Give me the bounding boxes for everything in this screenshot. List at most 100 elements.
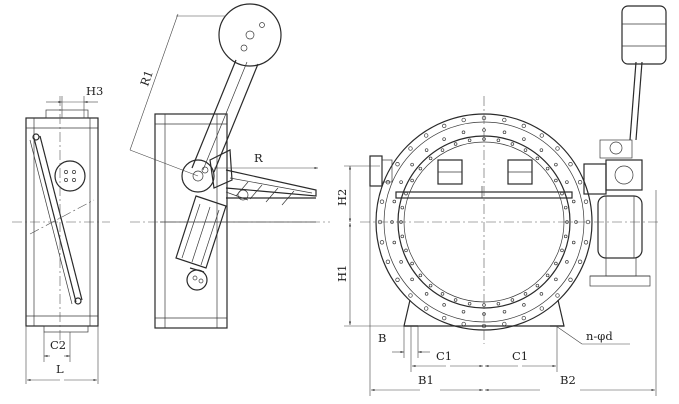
bolt-hole — [554, 277, 558, 282]
bolt-hole — [424, 306, 429, 311]
counterweight-disc — [218, 3, 282, 67]
bolt-hole — [410, 178, 414, 183]
lever-view-body — [154, 113, 228, 329]
bolt-hole — [577, 259, 583, 264]
bolt-hole — [408, 293, 413, 298]
c1-left-label: C1 — [436, 349, 452, 363]
bolt-hole — [442, 303, 446, 307]
bolt-hole — [583, 240, 589, 245]
b-dimension: B — [378, 326, 430, 358]
l-label: L — [56, 362, 64, 376]
bolt-hole — [545, 273, 550, 278]
counterweight-front — [621, 5, 667, 65]
bolt-hole — [571, 199, 576, 204]
b2-label: B2 — [560, 373, 576, 387]
bolt-hole — [496, 301, 501, 306]
bolt-hole — [583, 199, 589, 204]
bolt-hole — [442, 315, 447, 321]
bolt-hole — [392, 199, 397, 204]
bolt-hole — [453, 298, 458, 302]
bolt-hole — [535, 283, 540, 288]
bolt-hole — [555, 146, 560, 151]
bolt-hole — [400, 205, 405, 210]
r1-dimension: R1 — [129, 13, 226, 177]
bolt-hole — [400, 234, 405, 239]
bolt-hole — [461, 309, 466, 314]
bolt-hole — [502, 309, 507, 314]
bolt-hole — [482, 303, 486, 307]
bolt-hole — [482, 128, 486, 132]
bolt-hole — [392, 240, 397, 245]
bolt-hole — [418, 273, 423, 278]
bolt-hole — [521, 123, 526, 129]
bolt-hole — [539, 148, 544, 152]
bolt-hole — [545, 166, 550, 171]
h1-label: H1 — [335, 265, 349, 282]
bolt-hole — [408, 146, 413, 151]
h3-dimension: H3 — [46, 84, 103, 118]
front-view — [360, 5, 667, 344]
bolt-hole — [395, 277, 400, 282]
bolt-hole — [461, 130, 466, 135]
bolt-hole — [467, 138, 472, 143]
bolt-hole — [410, 261, 414, 266]
bolt-hole — [390, 220, 394, 224]
bolt-hole — [554, 261, 558, 266]
bolt-hole — [554, 162, 558, 167]
h2-label: H2 — [335, 189, 349, 206]
bolt-hole — [571, 240, 576, 245]
bolt-hole — [424, 133, 429, 138]
bolt-hole — [399, 180, 403, 184]
bolt-hole — [555, 293, 560, 298]
bolt-hole — [467, 301, 472, 306]
bolt-hole — [502, 321, 507, 327]
bolt-hole — [428, 156, 433, 161]
c2-dimension: C2 — [43, 332, 71, 362]
bolt-hole — [424, 148, 429, 152]
bolt-hole — [410, 162, 414, 167]
r-dimension: R — [214, 151, 318, 170]
bolt-hole — [563, 205, 568, 210]
bolt-hole — [440, 292, 445, 296]
bolt-hole — [379, 240, 385, 245]
c1-right-label: C1 — [512, 349, 528, 363]
bolt-hole — [560, 248, 564, 253]
bolt-hole — [418, 166, 423, 171]
bolt-hole — [539, 306, 544, 311]
n-phi-d-label: n-φd — [586, 329, 613, 343]
bolt-hole — [565, 180, 569, 184]
bolt-hole — [502, 117, 507, 123]
bolt-hole — [523, 148, 528, 152]
bolt-holes — [377, 115, 591, 329]
bolt-hole — [496, 138, 501, 143]
c2-label: C2 — [50, 338, 66, 352]
c1-dimensions: C1 C1 — [410, 326, 558, 372]
bolt-hole — [440, 148, 445, 152]
bolt-hole — [461, 321, 466, 327]
bolt-hole — [560, 191, 564, 196]
bolt-hole — [379, 199, 385, 204]
r-label: R — [254, 151, 263, 165]
bolt-hole — [453, 142, 458, 146]
bolt-hole — [502, 130, 507, 135]
bolt-hole — [428, 283, 433, 288]
bolt-hole — [404, 191, 408, 196]
bolt-hole — [521, 315, 526, 321]
bolt-hole — [510, 298, 515, 302]
bolt-hole — [399, 260, 403, 264]
b1-b2-dimensions: B1 B2 — [369, 186, 657, 396]
b-label: B — [378, 331, 386, 345]
h1-dimension: H1 — [335, 223, 404, 327]
h2-dimension: H2 — [335, 165, 380, 222]
b1-label: B1 — [418, 373, 434, 387]
bolt-hole — [577, 180, 583, 185]
bolt-hole — [535, 156, 540, 161]
bolt-hole — [442, 123, 447, 129]
bolt-hole — [461, 117, 466, 123]
cylinder-front — [597, 195, 643, 259]
bolt-hole — [523, 292, 528, 296]
n-phi-d-leader: n-φd — [555, 325, 630, 345]
r1-label: R1 — [137, 68, 156, 88]
bolt-hole — [442, 137, 446, 141]
